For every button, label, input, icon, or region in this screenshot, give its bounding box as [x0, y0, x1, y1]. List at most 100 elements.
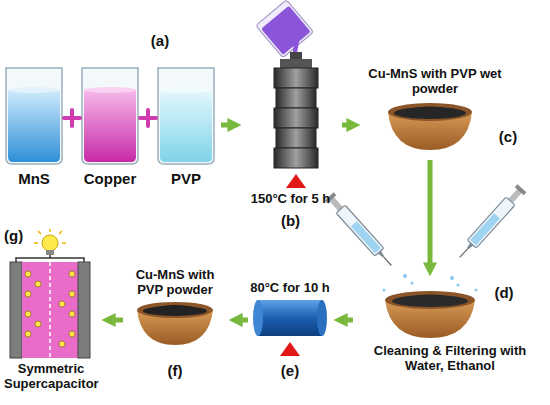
- ion: [25, 311, 31, 317]
- process-arrow: [237, 318, 248, 323]
- ion: [25, 331, 31, 337]
- liquid-surface: [160, 87, 212, 93]
- wire: [16, 254, 84, 262]
- beaker: [82, 68, 138, 164]
- process-arrow: [110, 318, 123, 323]
- syringe-plunger: [515, 184, 527, 195]
- pvp-solution: [160, 90, 212, 162]
- bulb-base: [46, 250, 54, 255]
- syringe-liquid: [470, 213, 500, 245]
- ions: [25, 271, 75, 347]
- bowl-rim: [388, 103, 472, 121]
- process-arrow: [342, 123, 352, 128]
- condition-label: 150°C for 5 h: [243, 192, 338, 207]
- reagent-label: PVP: [155, 170, 217, 187]
- ion: [59, 341, 65, 347]
- ion: [59, 301, 65, 307]
- tube-end: [317, 300, 327, 336]
- syringe-liquid: [351, 221, 381, 253]
- mns-solution: [8, 90, 60, 162]
- electrolyte: [22, 262, 78, 358]
- step-letter: (g): [4, 227, 34, 244]
- bowl: [385, 291, 475, 338]
- device-label: Symmetric Supercapacitor: [4, 362, 98, 392]
- autoclave: [274, 52, 318, 168]
- ion: [69, 331, 75, 337]
- copper-solution: [84, 90, 136, 162]
- light-bulb: [42, 235, 58, 251]
- step-letter: (f): [125, 362, 225, 379]
- ion: [69, 311, 75, 317]
- beaker-glass: [256, 0, 314, 58]
- dry-powder: [143, 306, 207, 316]
- autoclave-band: [276, 128, 316, 148]
- autoclave-band: [274, 68, 318, 88]
- process-arrow: [428, 160, 433, 268]
- purple-solution: [261, 6, 310, 55]
- oven-tube: [258, 300, 322, 336]
- separator: [49, 262, 51, 358]
- autoclave-bolt: [290, 52, 302, 60]
- ion: [69, 291, 75, 297]
- plus-symbol: [140, 110, 156, 126]
- pouring-beaker: [256, 0, 314, 58]
- syringe: [455, 184, 526, 261]
- condition-label: 80°C for 10 h: [250, 281, 330, 296]
- beaker: [6, 68, 62, 164]
- autoclave-band: [274, 148, 318, 168]
- beaker-node: Copper: [79, 60, 143, 190]
- step-letter: (b): [243, 212, 338, 229]
- reagent-label: MnS: [3, 170, 65, 187]
- water-drop: [403, 274, 407, 278]
- product-label: Cu-MnS with PVP wet powder: [365, 67, 505, 97]
- ion: [35, 281, 41, 287]
- step-letter: (e): [250, 362, 330, 379]
- electrode: [78, 262, 90, 358]
- tube-end: [253, 300, 263, 336]
- ion: [25, 271, 31, 277]
- electrode: [10, 262, 22, 358]
- supercapacitor: [10, 229, 90, 358]
- bowl-node: Cu-MnS with PVP wet powder (c): [362, 38, 545, 158]
- bowl-rim: [137, 302, 213, 318]
- water-drop: [456, 283, 459, 286]
- beaker-node: PVP: [155, 60, 219, 190]
- beaker-glass: [158, 68, 214, 164]
- autoclave-band: [276, 88, 316, 108]
- water-drop: [410, 281, 413, 284]
- heat-triangle: [286, 174, 306, 188]
- wet-powder: [394, 107, 466, 119]
- bowl-node: Cu-MnS with PVP powder (f): [125, 245, 227, 392]
- ion: [25, 291, 31, 297]
- process-arrow: [342, 318, 353, 323]
- device-node: Symmetric Supercapacitor (g): [2, 225, 100, 402]
- autoclave-node: 150°C for 5 h (b): [243, 3, 340, 233]
- beaker-node: MnS: [3, 60, 67, 190]
- step-letter: (a): [140, 32, 180, 49]
- step-letter: (d): [484, 284, 524, 301]
- reagent-label: Copper: [79, 170, 141, 187]
- plus-symbol: [64, 110, 80, 126]
- syringe-needle: [383, 257, 391, 266]
- liquid-surface: [84, 87, 136, 93]
- syringe: [325, 192, 396, 269]
- autoclave-band: [274, 108, 318, 128]
- beaker: [158, 68, 214, 164]
- drying-oven: [253, 300, 327, 336]
- bowl-rim: [385, 291, 475, 309]
- ion: [35, 321, 41, 327]
- beaker-glass: [6, 68, 62, 164]
- washing-node: Cleaning & Filtering with Water, Ethanol…: [355, 278, 545, 400]
- water-drop: [475, 289, 478, 292]
- process-arrow: [221, 123, 233, 128]
- bowl: [388, 103, 472, 150]
- beaker-glass: [82, 68, 138, 164]
- bowl: [137, 302, 213, 345]
- water-drop: [450, 276, 454, 280]
- washed-powder: [392, 295, 468, 307]
- heat-triangle: [280, 342, 300, 356]
- step-letter: (c): [488, 128, 528, 145]
- liquid-surface: [8, 87, 60, 93]
- product-label: Cu-MnS with PVP powder: [125, 268, 225, 298]
- light-rays: [34, 229, 66, 243]
